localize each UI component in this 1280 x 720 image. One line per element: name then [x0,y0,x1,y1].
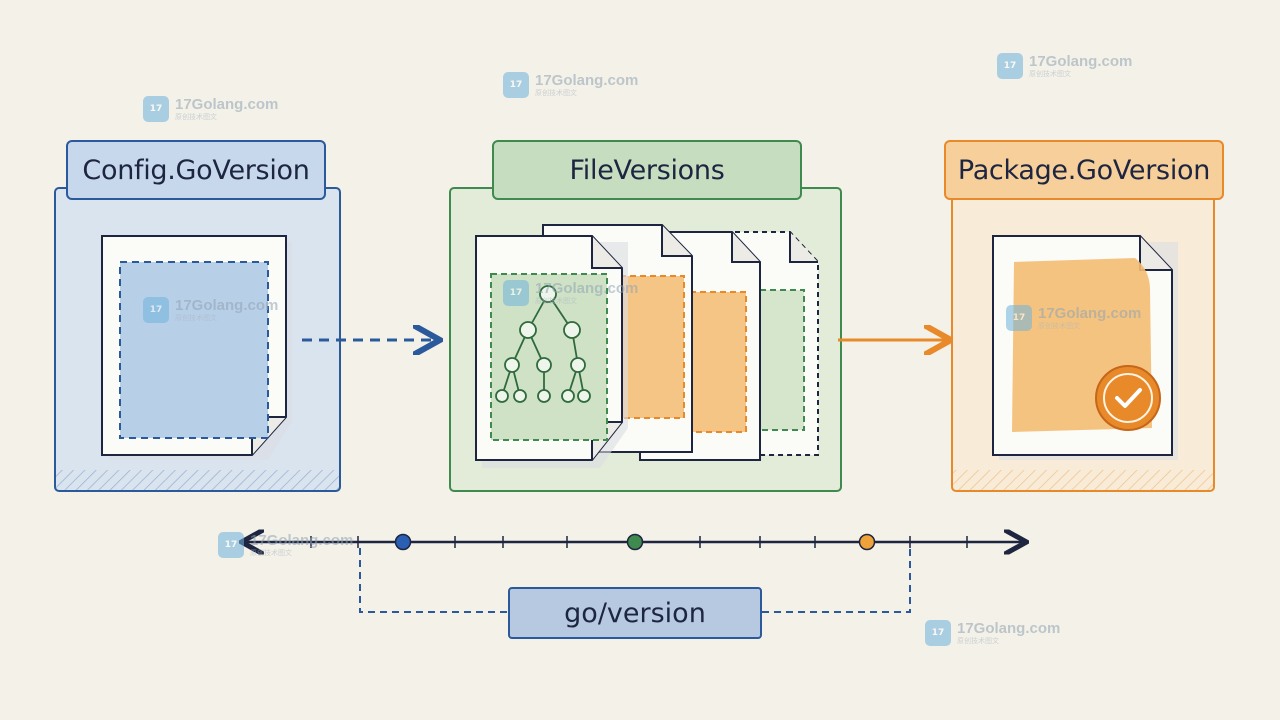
timeline-point-blue [394,533,412,551]
config-title: Config.GoVersion [66,140,326,200]
files-box [449,187,842,492]
timeline-point-green [626,533,644,551]
version-timeline [244,535,1024,613]
verified-badge-icon [1095,365,1161,431]
package-document-icon [992,235,1178,460]
package-box [951,187,1215,492]
file-document-icon-main [475,235,628,468]
timeline-point-orange [858,533,876,551]
config-document-icon [101,235,292,460]
files-title: FileVersions [492,140,802,200]
package-title: Package.GoVersion [944,140,1224,200]
syntax-tree-icon [495,285,591,403]
config-box [54,187,341,492]
go-version-label: go/version [508,587,762,639]
